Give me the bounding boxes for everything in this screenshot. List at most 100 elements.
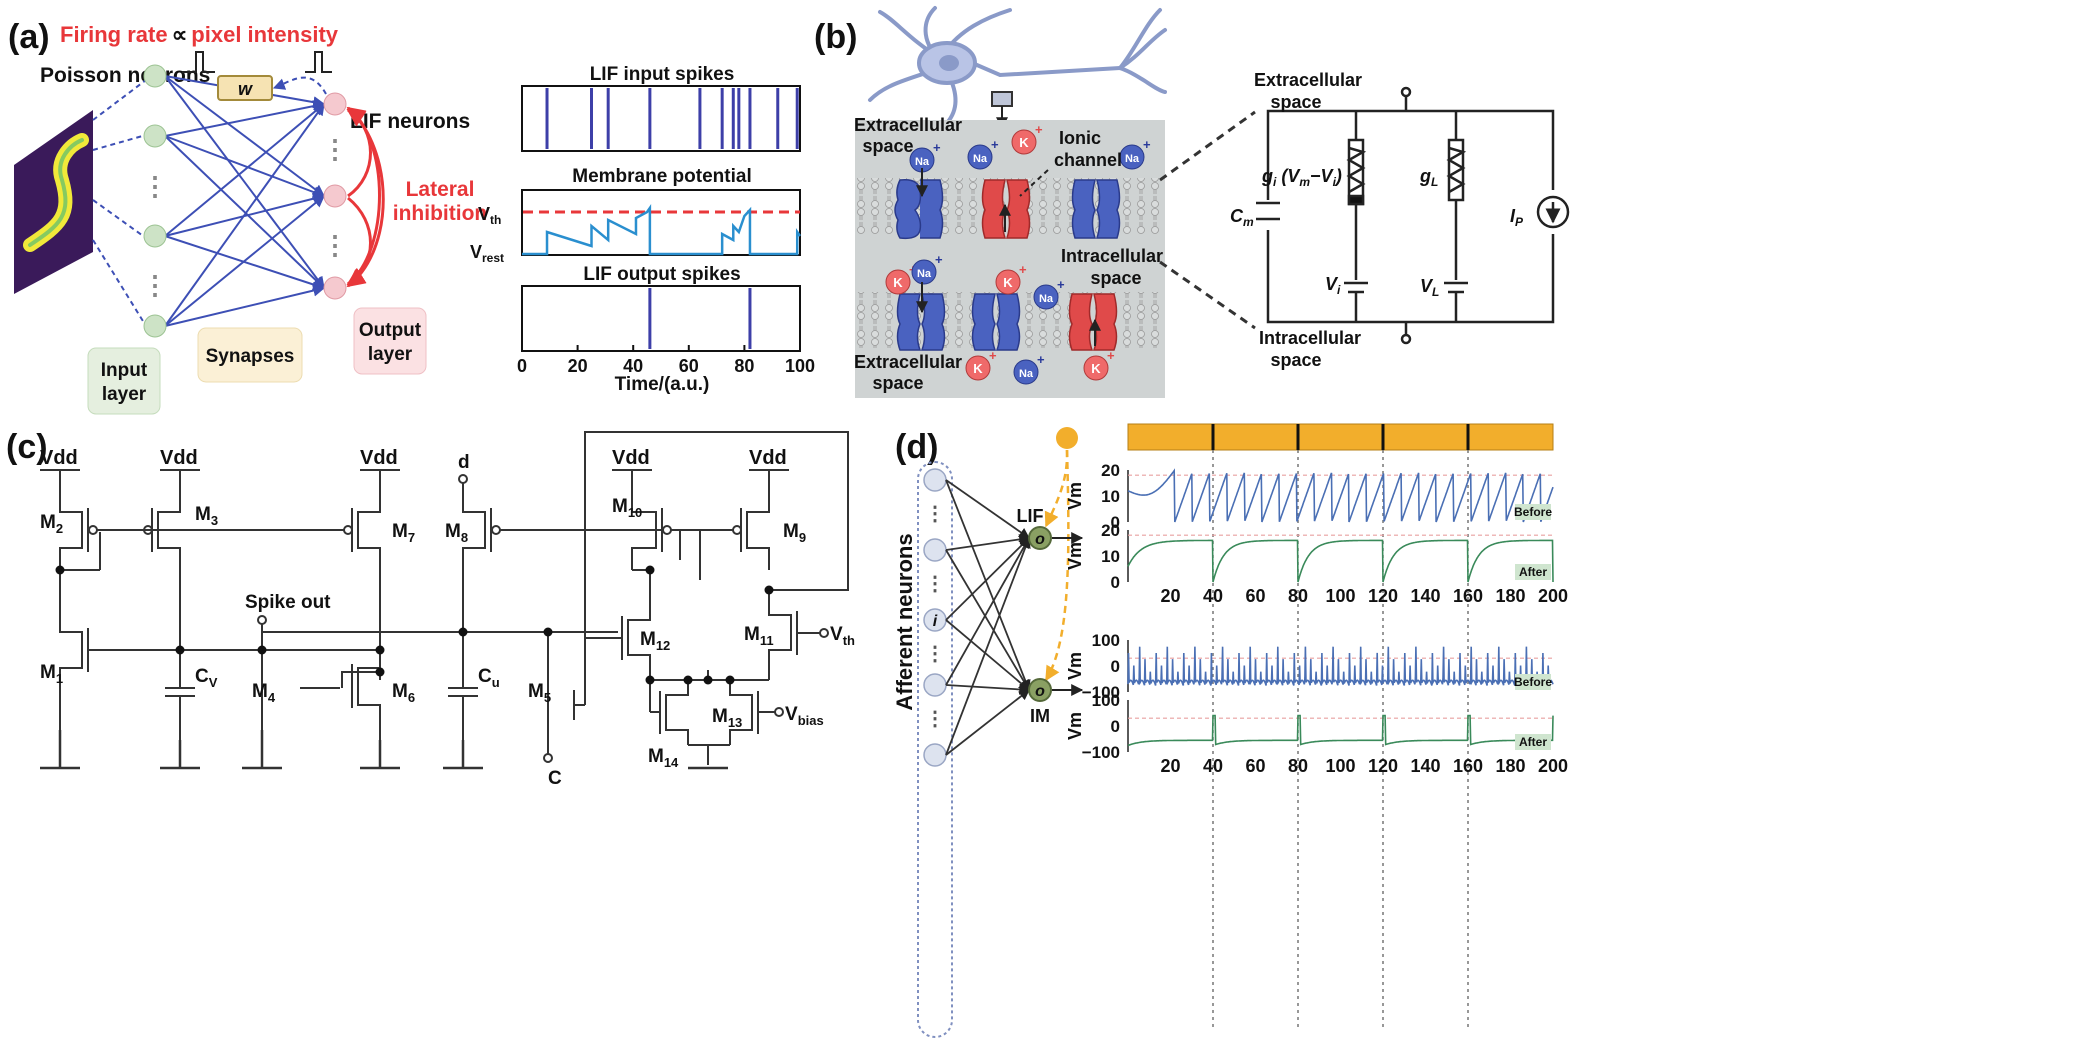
panel-a-label: (a) [8, 18, 50, 56]
input-neuron [143, 314, 167, 338]
panel-c: (c) [6, 428, 855, 789]
spike-pulse-icon [182, 51, 215, 73]
vm-tick-label: 20 [1101, 461, 1120, 480]
ionic-channel-pointer [1019, 169, 1049, 197]
input-layer-label-2: layer [102, 384, 147, 405]
transistor-label-m9: M9 [783, 521, 806, 545]
ion-channel [1071, 179, 1121, 239]
junction-dots [55, 565, 774, 685]
transistor-label-m3: M3 [195, 504, 218, 528]
synapse-line [164, 284, 326, 327]
vm-trace-lif-before [1127, 468, 1554, 523]
ion-charge: + [989, 348, 997, 363]
afferent-connection [945, 537, 1030, 686]
extracellular-label-2: space [862, 136, 913, 156]
sodium-ion [1033, 284, 1059, 310]
transistor-label-m2: M2 [40, 512, 63, 536]
ionic-channel-label-2: channel [1054, 150, 1122, 170]
equivalent-circuit [1256, 86, 1570, 345]
ions: Na+Na+K+Na+K+K+Na+Na+K+Na+K+ [885, 122, 1151, 385]
time-tick-label: 140 [1410, 586, 1440, 606]
output-dots: ⋮ [322, 230, 348, 260]
c-label: C [548, 768, 562, 789]
input-neuron [143, 64, 167, 88]
membrane-background [855, 120, 1165, 398]
afferent-neuron [923, 743, 947, 767]
badge-box [1515, 734, 1551, 750]
poisson-neurons-label: Poisson neurons [40, 64, 210, 87]
afferent-dots: ⋮ [925, 643, 945, 665]
time-tick-label: 20 [1160, 586, 1180, 606]
vdd-label: Vdd [749, 447, 787, 469]
time-tick-label: 140 [1410, 756, 1440, 776]
ion-label: Na [917, 268, 932, 280]
vdd-label: Vdd [160, 447, 198, 469]
vm-tick-label: 0 [1111, 573, 1120, 592]
transistor-label-m7: M7 [392, 521, 415, 545]
panel-d-label: (d) [895, 428, 938, 466]
transistor-label-m12: M12 [640, 629, 670, 653]
vth-label: Vth [830, 624, 855, 648]
gi-label: gi (Vm−Vi) [1261, 166, 1342, 189]
afferent-neuron [923, 538, 947, 562]
intracellular-label-2: space [1090, 268, 1141, 288]
ion-label: Na [1039, 293, 1054, 305]
input-neuron [143, 224, 167, 248]
cm-label: Cm [1230, 206, 1254, 229]
ion-charge: + [1037, 352, 1045, 367]
vm-trace-im-after [1127, 714, 1554, 747]
ion-charge: + [933, 140, 941, 155]
transistor-label-m10: M10 [612, 496, 642, 520]
ion-label: Na [915, 156, 930, 168]
transistor-label-m13: M13 [712, 706, 742, 730]
afferent-connection [945, 684, 1031, 695]
membrane-trace [522, 204, 802, 256]
vi-label: Vi [1325, 274, 1341, 297]
vdd-label: Vdd [612, 447, 650, 469]
junction-dot [55, 565, 65, 575]
ion-charge: + [1143, 137, 1151, 152]
output-layer-label-2: layer [368, 344, 413, 365]
afferent-neurons-label: Afferent neurons [892, 533, 917, 710]
afferent-neuron [923, 673, 947, 697]
lif-output-o: o [1035, 531, 1045, 548]
vm-axis-label: Vm [1065, 712, 1085, 740]
time-tick-label: 40 [1203, 756, 1223, 776]
afferent-dots: ⋮ [925, 503, 945, 525]
transistor-label-m11: M11 [744, 624, 774, 648]
lif-label: LIF [1017, 506, 1044, 526]
vrest-label: Vrest [470, 242, 504, 265]
synapse-line [164, 103, 325, 327]
vm-axis-label: Vm [1065, 482, 1085, 510]
output-layer-label: Output [359, 320, 422, 341]
time-tick-label: 100 [1325, 756, 1355, 776]
junction-dot [703, 675, 713, 685]
time-tick-label: 80 [734, 356, 754, 376]
badge-im-before: Before [1514, 675, 1552, 689]
time-tick-label: 160 [1453, 586, 1483, 606]
cv-label: CV [195, 666, 218, 690]
sodium-ion [1013, 359, 1039, 385]
transistor-label-m4: M4 [252, 681, 276, 705]
sodium-ion [911, 259, 937, 285]
potassium-ion [1011, 129, 1037, 155]
input-dots: ⋮ [142, 270, 168, 300]
input-layer-box [87, 347, 161, 415]
junction-dot [175, 645, 185, 655]
junction-dot [645, 675, 655, 685]
time-tick-label: 120 [1368, 756, 1398, 776]
input-dots: ⋮ [142, 171, 168, 201]
junction-dot [645, 565, 655, 575]
zoom-box [991, 91, 1013, 107]
transistor-label-m1: M1 [40, 662, 63, 686]
transistor-label-m5: M5 [528, 681, 551, 705]
output-dots: ⋮ [322, 134, 348, 164]
junction-dot [257, 645, 267, 655]
input-neuron [143, 124, 167, 148]
time-tick-label: 100 [1325, 586, 1355, 606]
afferent-network: ⋮⋮⋮⋮i [923, 468, 1031, 767]
time-tick-label: 160 [1453, 756, 1483, 776]
output-neuron [323, 92, 347, 116]
teacher-spike-bar [1127, 423, 1554, 451]
